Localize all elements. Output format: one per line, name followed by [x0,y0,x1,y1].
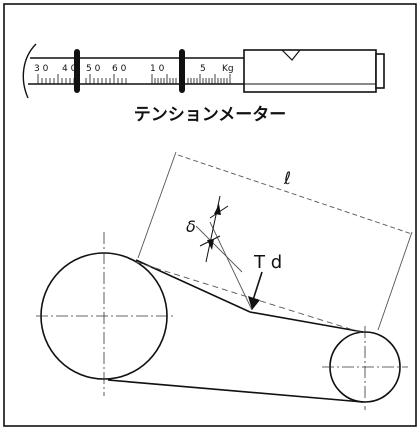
scale-label-50: 5 0 [86,64,101,74]
span-extension-right [377,231,413,331]
force-label: T d [253,252,282,273]
span-dimension-line [177,154,413,235]
figure-border [3,3,417,427]
deflection-arrowhead-top [214,204,221,215]
scale-label-30: 3 0 [34,64,49,74]
scale-unit: Kg [222,64,234,74]
scale-label-5: 5 [200,64,206,74]
belt-diagram: ℓ δ T d [36,151,413,410]
meter-cut-edge [22,43,37,99]
scale-label-60: 6 0 [112,64,127,74]
gauge-caption: テンションメーター [134,105,287,125]
indicator-ring-left [74,49,80,93]
belt-upper-span [135,259,364,333]
deflection-symbol: δ [186,217,196,236]
span-extension-left [137,151,177,259]
deflection-ref-lower [209,221,253,311]
belt-lower-span [107,379,364,403]
meter-handle-cap [375,53,385,89]
meter-handle [243,49,377,93]
force-arrowhead [248,296,260,310]
span-symbol: ℓ [283,169,291,189]
force-arrow-shaft [252,271,263,301]
scale-label-40: 4 0 [62,64,77,74]
deflection-arrowhead-bottom [207,239,214,250]
tension-meter: 3 0 4 0 5 0 6 0 1 0 5 Kg [22,43,385,99]
meter-scale-body [28,57,244,85]
scale-label-10: 1 0 [150,64,165,74]
indicator-ring-right [179,49,185,93]
meter-ticks [37,74,231,84]
meter-handle-notch [281,49,301,61]
deflection-arrow-line [205,195,221,263]
deflection-ref-upper [195,225,243,273]
